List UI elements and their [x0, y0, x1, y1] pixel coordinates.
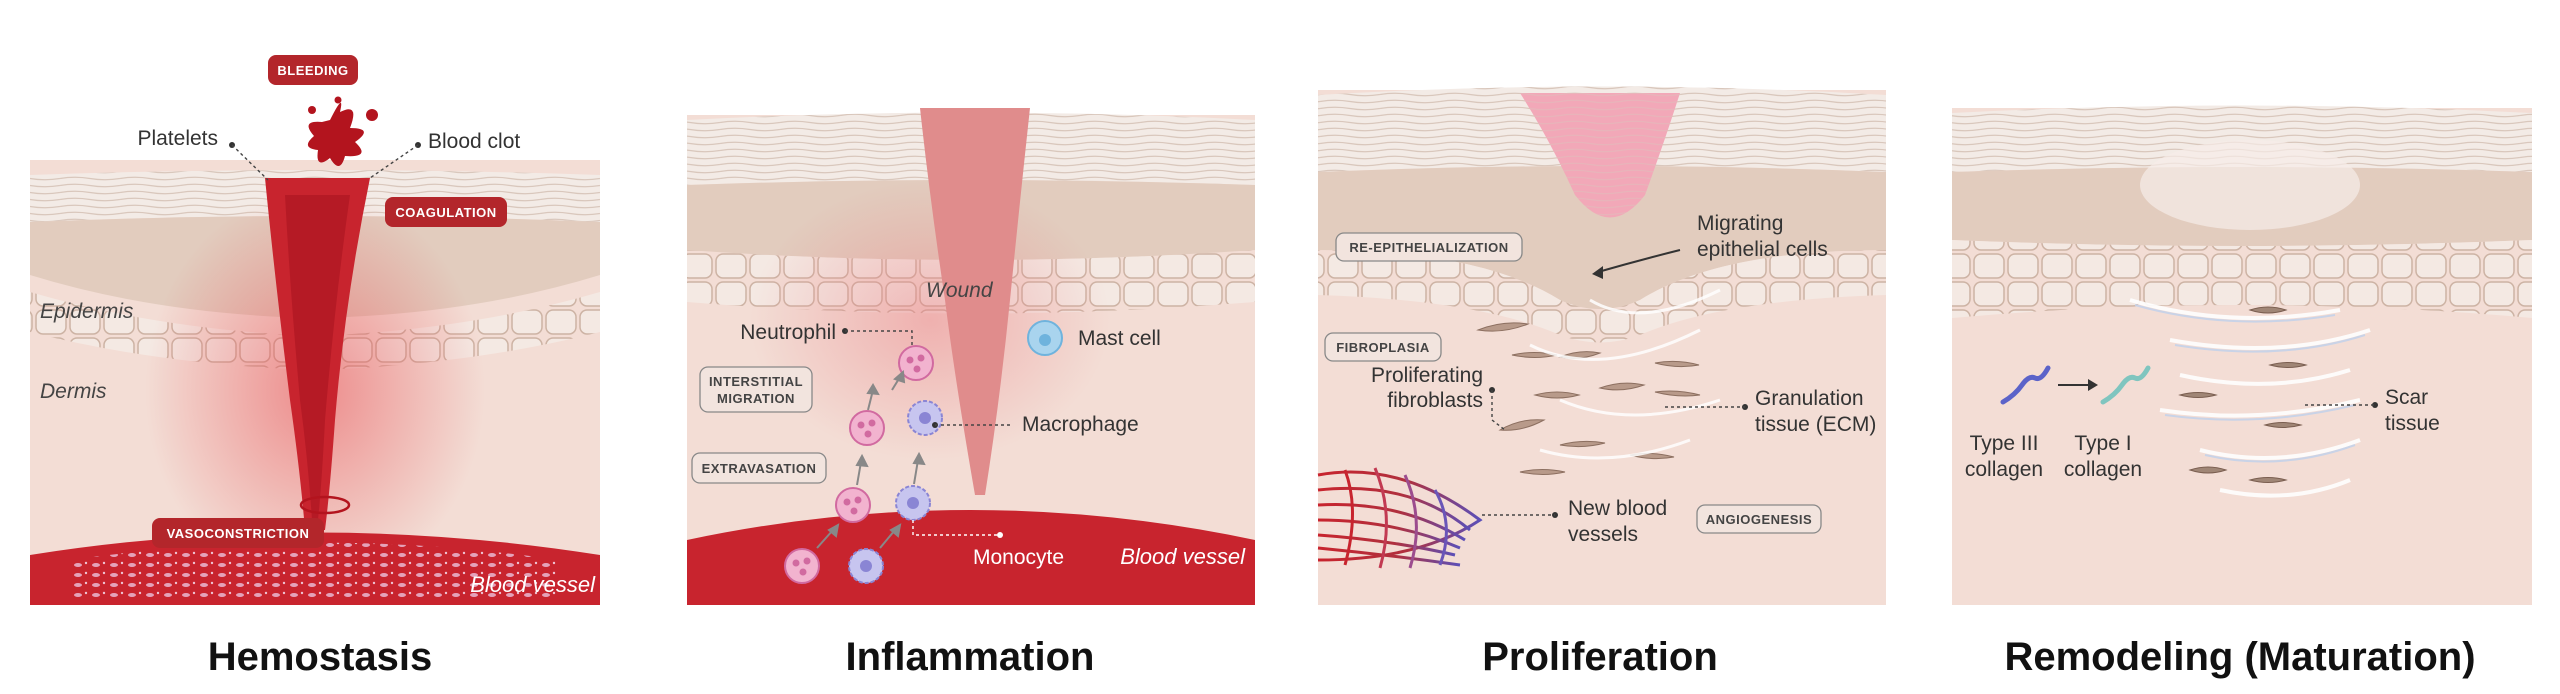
label-granulation-2: tissue (ECM) — [1755, 413, 1876, 436]
panel-title-inflammation: Inflammation — [846, 635, 1095, 679]
neutrophil-cells — [784, 345, 934, 584]
tag-re-epithelialization-text: RE-EPITHELIALIZATION — [1349, 240, 1508, 255]
tag-re-epithelialization — [1335, 232, 1523, 262]
label-mast-cell: Mast cell — [1078, 327, 1161, 350]
tag-vasoconstriction-text: VASOCONSTRICTION — [167, 526, 310, 541]
label-epidermis: Epidermis — [40, 300, 134, 323]
panel-remodeling: Type III collagen Type I collagen Scar t… — [1952, 105, 2532, 679]
vasoconstriction-ring — [299, 495, 351, 515]
tag-extravasation — [691, 452, 827, 484]
label-proliferating-1: Proliferating — [1371, 364, 1483, 387]
label-new-vessels-2: vessels — [1568, 523, 1638, 546]
panel-title-proliferation: Proliferation — [1482, 635, 1718, 679]
tag-interstitial-text-1: INTERSTITIAL — [709, 374, 803, 389]
label-blood-vessel-1: Blood vessel — [470, 572, 596, 597]
arrow-icon — [2088, 379, 2098, 391]
new-blood-vessels — [1317, 467, 1483, 569]
tag-coagulation — [385, 197, 507, 227]
type3-collagen-icon — [2000, 365, 2051, 405]
label-type1-2: collagen — [2064, 458, 2142, 481]
panel-proliferation: RE-EPITHELIALIZATION FIBROPLASIA ANGIOGE… — [1317, 86, 1886, 679]
tag-fibroplasia — [1324, 332, 1442, 362]
label-scar-2: tissue — [2385, 412, 2440, 435]
panel-title-hemostasis: Hemostasis — [208, 635, 433, 679]
label-new-vessels-1: New blood — [1568, 497, 1667, 520]
tag-interstitial-text-2: MIGRATION — [717, 391, 795, 406]
fibroblasts — [1476, 322, 1701, 475]
tag-coagulation-text: COAGULATION — [395, 205, 496, 220]
tag-angiogenesis-text: ANGIOGENESIS — [1706, 512, 1812, 527]
label-platelets: Platelets — [137, 127, 218, 150]
tag-bleeding — [268, 55, 358, 85]
label-proliferating-2: fibroblasts — [1387, 389, 1483, 412]
tag-angiogenesis — [1696, 504, 1822, 534]
label-migrating-2: epithelial cells — [1697, 238, 1828, 261]
mast-cell — [1027, 320, 1063, 356]
tag-vasoconstriction — [152, 518, 324, 548]
epidermis-layer-3 — [1318, 166, 1886, 309]
type1-collagen-icon — [2100, 365, 2151, 405]
label-migrating-1: Migrating — [1697, 212, 1783, 235]
scar-fibers — [2129, 298, 2371, 498]
label-wound: Wound — [926, 279, 994, 302]
migration-arrows — [816, 369, 926, 549]
ecm-fibers — [1529, 288, 1721, 460]
tag-interstitial-migration — [699, 366, 813, 413]
label-scar-1: Scar — [2385, 386, 2428, 409]
label-monocyte: Monocyte — [973, 546, 1064, 569]
wound — [920, 108, 1030, 495]
tag-extravasation-text: EXTRAVASATION — [702, 461, 817, 476]
macrophage-cells — [848, 400, 943, 584]
label-blood-clot: Blood clot — [428, 130, 520, 153]
label-neutrophil: Neutrophil — [740, 321, 836, 344]
tag-fibroplasia-text: FIBROPLASIA — [1336, 340, 1430, 355]
panel-hemostasis: BLEEDING COAGULATION VASOCONSTRICTION Pl… — [30, 55, 600, 679]
label-type1-1: Type I — [2074, 432, 2131, 455]
label-type3-1: Type III — [1970, 432, 2039, 455]
label-macrophage: Macrophage — [1022, 413, 1139, 436]
tag-bleeding-text: BLEEDING — [277, 63, 348, 78]
label-blood-vessel-2: Blood vessel — [1120, 544, 1246, 569]
bleeding-splash — [307, 96, 378, 167]
panel-title-remodeling: Remodeling (Maturation) — [2004, 635, 2475, 679]
label-dermis: Dermis — [40, 380, 107, 403]
label-granulation-1: Granulation — [1755, 387, 1864, 410]
label-type3-2: collagen — [1965, 458, 2043, 481]
panel-inflammation: INTERSTITIAL MIGRATION EXTRAVASATION Wou… — [687, 108, 1255, 679]
